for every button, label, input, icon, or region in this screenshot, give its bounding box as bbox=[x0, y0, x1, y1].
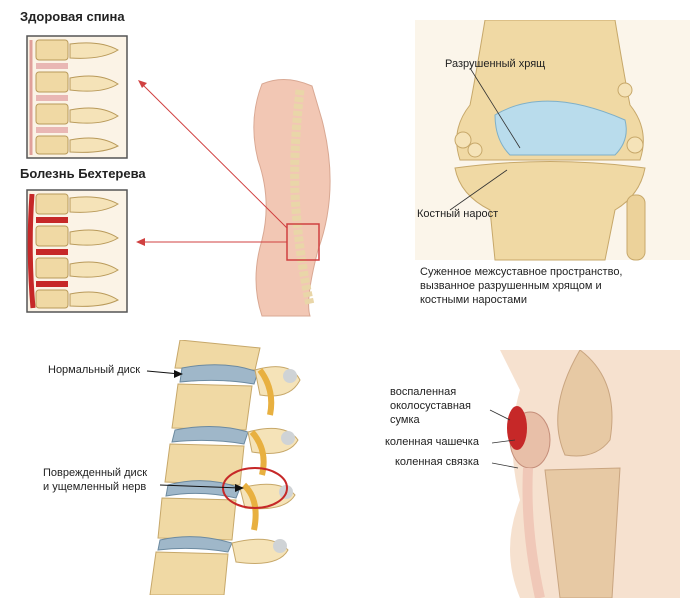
ankylosing-spondylitis-label: Болезнь Бехтерева bbox=[20, 166, 146, 181]
knee-caption-line: вызванное разрушенным хрящом и bbox=[420, 280, 602, 292]
patella-label: коленная чашечка bbox=[385, 436, 479, 448]
inflamed-bursa-label-line: сумка bbox=[390, 414, 420, 426]
damaged-disc-label-line: и ущемленный нерв bbox=[43, 481, 147, 493]
healthy-spine-label: Здоровая спина bbox=[20, 9, 125, 24]
knee-bursa-illustration bbox=[489, 350, 680, 598]
knee-caption: Суженное межсуставное пространство, вызв… bbox=[420, 265, 623, 307]
damaged-disc-label: Поврежденный диск и ущемленный нерв bbox=[43, 466, 147, 494]
bone-spur-label: Костный нарост bbox=[417, 208, 499, 220]
inflamed-bursa-label-line: околосуставная bbox=[390, 400, 471, 412]
damaged-disc-label-line: Поврежденный диск bbox=[43, 467, 148, 479]
knee-cartilage-panel: Разрушенный хрящ Костный нарост Суженное… bbox=[415, 20, 690, 315]
spine-illustration bbox=[26, 35, 331, 317]
body-silhouette bbox=[253, 79, 331, 317]
knee-bursa-panel: воспаленная околосуставная сумка коленна… bbox=[380, 350, 690, 598]
spine-panel: Здоровая спина bbox=[0, 0, 340, 330]
inflamed-bursa-label: воспаленная околосуставная сумка bbox=[390, 385, 471, 427]
normal-disc-label: Нормальный диск bbox=[48, 364, 141, 376]
knee-caption-line: Суженное межсуставное пространство, bbox=[420, 266, 623, 278]
knee-joint-illustration bbox=[415, 20, 690, 261]
lumbar-disc-illustration bbox=[146, 340, 301, 595]
knee-caption-line: костными наростами bbox=[420, 294, 528, 306]
disc-panel: Нормальный диск Поврежденный диск и ущем… bbox=[40, 340, 360, 595]
patellar-ligament-label: коленная связка bbox=[395, 456, 480, 468]
inflamed-bursa-label-line: воспаленная bbox=[390, 386, 457, 398]
destroyed-cartilage-label: Разрушенный хрящ bbox=[445, 58, 546, 70]
ankylosing-spine-image bbox=[26, 189, 128, 313]
healthy-spine-image bbox=[26, 35, 128, 159]
